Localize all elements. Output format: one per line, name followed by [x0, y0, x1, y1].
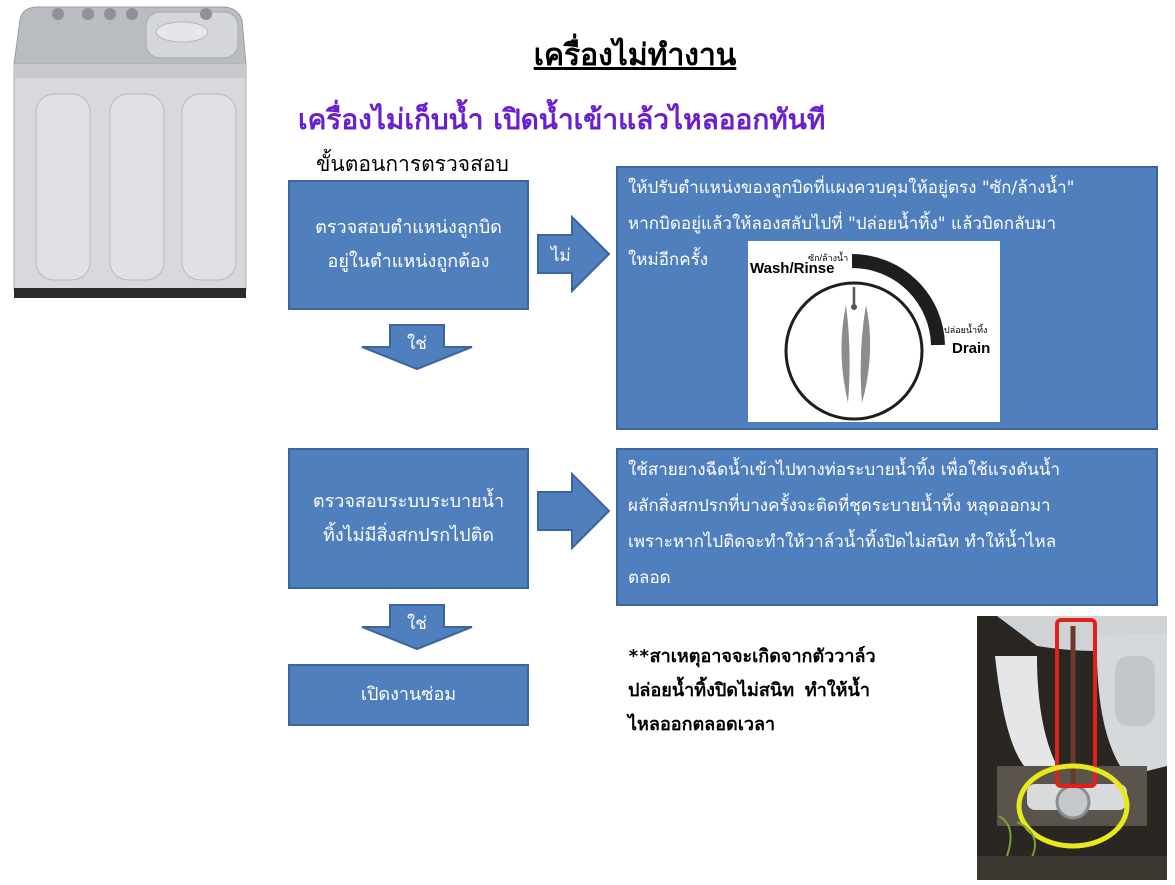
fix2-line4: ตลอด [628, 568, 671, 588]
step1-line2: อยู่ในตำแหน่งถูกต้อง [327, 251, 490, 272]
step3-open-repair-box: เปิดงานซ่อม [288, 664, 529, 726]
fix2-line2: ผลักสิ่งสกปรกที่บางครั้งจะติดที่ชุดระบาย… [628, 496, 1051, 516]
note-line1: **สาเหตุอาจจะเกิดจากตัววาล์ว [628, 646, 876, 667]
fix2-line1: ใช้สายยางฉีดน้ำเข้าไปทางท่อระบายน้ำทิ้ง … [628, 460, 1061, 480]
arrow-yes-label-1: ใช่ [407, 334, 427, 354]
step1-line1: ตรวจสอบตำแหน่งลูกบิด [315, 217, 502, 238]
step3-label: เปิดงานซ่อม [360, 684, 457, 705]
arrow-right-no [536, 214, 612, 294]
step2-check-drain-box: ตรวจสอบระบบระบายน้ำ ทิ้งไม่มีสิ่งสกปรกไป… [288, 448, 529, 589]
knob-dial-illustration: ซัก/ล้างน้ำ Wash/Rinse ปล่อยน้ำทิ้ง Drai… [748, 241, 1000, 422]
highlight-red-box [1055, 618, 1097, 788]
step2-line2: ทิ้งไม่มีสิ่งสกปรกไปติด [323, 524, 494, 546]
drain-valve-photo [977, 616, 1167, 880]
knob-icon [52, 8, 64, 20]
page-title: เครื่องไม่ทำงาน [533, 38, 737, 73]
dial-wash-en: Wash/Rinse [750, 260, 834, 277]
arrow-right-2 [536, 471, 612, 551]
arrow-down-yes-1 [360, 323, 474, 371]
fix1-line1: ให้ปรับตำแหน่งของลูกบิดที่แผงควบคุมให้อย… [628, 178, 1075, 198]
highlight-yellow-circle [1016, 763, 1130, 849]
washing-machine-image [6, 2, 254, 302]
arrow-yes-label-2: ใช่ [407, 614, 427, 634]
dial-wash-thai: ซัก/ล้างน้ำ [808, 251, 848, 263]
cause-note: **สาเหตุอาจจะเกิดจากตัววาล์ว ปล่อยน้ำทิ้… [628, 640, 876, 742]
step1-check-knob-box: ตรวจสอบตำแหน่งลูกบิด อยู่ในตำแหน่งถูกต้อ… [288, 180, 529, 310]
arrow-no-label: ไม่ [551, 246, 571, 266]
steps-label: ขั้นตอนการตรวจสอบ [316, 152, 509, 176]
step2-line1: ตรวจสอบระบบระบายน้ำ [312, 490, 505, 512]
fix1-line3: ใหม่อีกครั้ง [628, 250, 709, 270]
fix2-flush-drain-box: ใช้สายยางฉีดน้ำเข้าไปทางท่อระบายน้ำทิ้ง … [616, 448, 1158, 606]
dial-drain-thai: ปล่อยน้ำทิ้ง [944, 323, 987, 335]
fix2-line3: เพราะหากไปติดจะทำให้วาล์วน้ำทิ้งปิดไม่สน… [628, 532, 1057, 552]
arrow-down-yes-2 [360, 603, 474, 651]
problem-subtitle: เครื่องไม่เก็บน้ำ เปิดน้ำเข้าแล้วไหลออกท… [298, 103, 826, 136]
note-line2: ปล่อยน้ำทิ้งปิดไม่สนิท ทำให้น้ำ [628, 680, 870, 701]
dial-drain-en: Drain [952, 340, 990, 357]
fix1-line2: หากบิดอยู่แล้วให้ลองสลับไปที่ "ปล่อยน้ำท… [628, 214, 1057, 234]
note-line3: ไหลออกตลอดเวลา [628, 714, 776, 735]
